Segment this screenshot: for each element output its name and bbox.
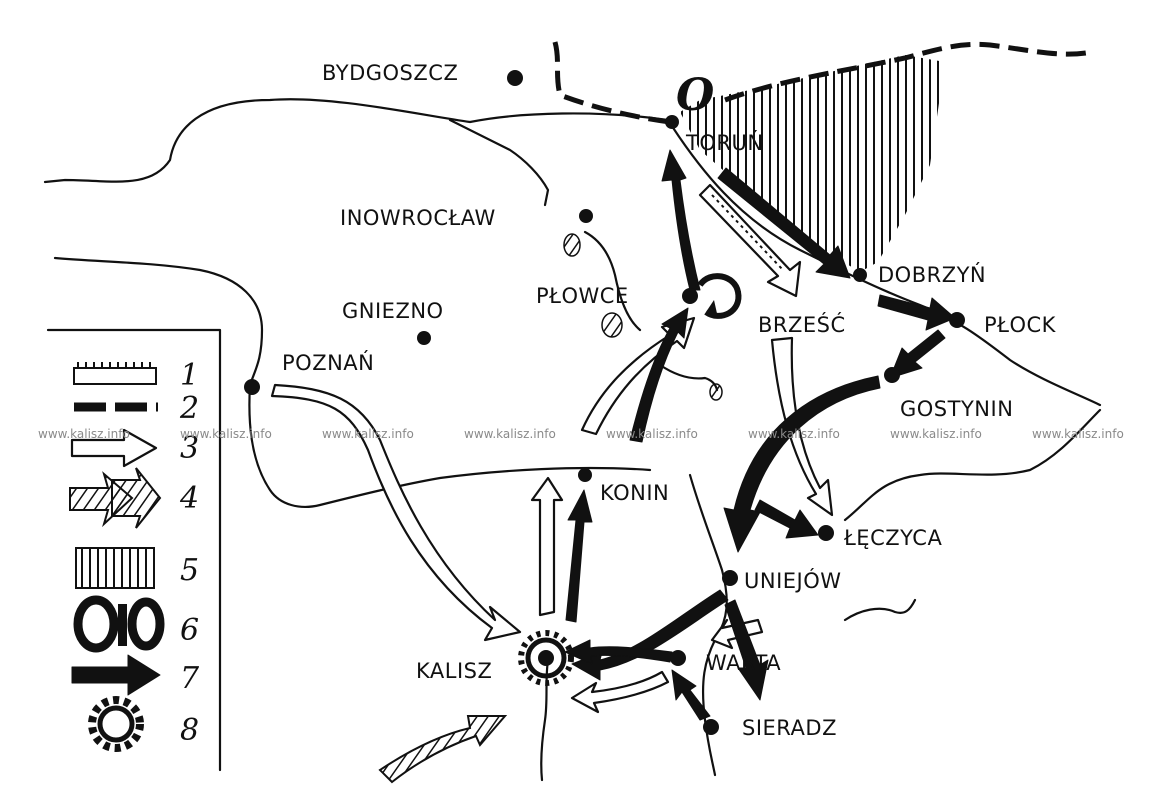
dot-poznan [244,379,260,395]
label-bydgoszcz: BYDGOSZCZ [322,61,458,85]
arrow-poznan-kalisz [270,383,522,642]
dot-sieradz [703,719,719,735]
dot-torun [665,115,679,129]
dot-warta [670,650,686,666]
hatched-blob-1 [563,233,581,257]
dot-konin [578,468,592,482]
legend-number-5: 5 [180,553,199,588]
legend-symbol-1-ticks [77,362,151,368]
legend-symbol-1 [73,367,157,385]
watermark-7: www.kalisz.info [890,427,982,441]
legend-symbol-4b [111,467,162,529]
watermark-1: www.kalisz.info [38,427,130,441]
arrow-hatched-attack [378,715,508,784]
legend-symbol-6-o-left [73,595,119,653]
legend-symbol-6-bar [118,604,127,646]
front-line-north [552,41,671,125]
label-inowroclaw: INOWROCŁAW [340,206,496,230]
arrow-dobrzyn-plock [877,294,956,331]
squiggle-inowroclaw [583,230,642,332]
arrow-brzesc-leczyca [770,336,834,517]
label-gniezno: GNIEZNO [342,299,444,323]
arrow-warta-kalisz [570,670,670,714]
legend-symbol-8-teeth [88,696,144,752]
watermark-8: www.kalisz.info [1032,427,1124,441]
dot-leczyca [818,525,834,541]
label-plowce: PŁOWCE [536,284,629,308]
battle-swirl [697,273,742,319]
border-line-east [843,408,1102,522]
watermark-5: www.kalisz.info [606,427,698,441]
border-line-north-coast [448,118,550,207]
hatched-blob-3 [709,383,723,401]
front-line-northeast [724,41,1093,103]
label-poznan: POZNAŃ [282,350,374,375]
hatched-blob-2 [601,312,623,338]
legend-symbol-8-ring [97,705,135,743]
dot-gostynin [884,367,900,383]
dot-plock [949,312,965,328]
arrow-plock-gostynin [889,329,946,379]
label-kalisz: KALISZ [416,659,492,683]
order-territory-hatched [680,55,945,272]
legend-number-7: 7 [180,661,200,696]
arrow-sieradz-warta [671,669,711,721]
arrow-gostynin-uniejow [723,375,881,553]
watermark-3: www.kalisz.info [322,427,414,441]
dot-gniezno [417,331,431,345]
battle-swirl-head [706,300,718,318]
dot-dobrzyn [853,268,867,282]
legend-number-3: 3 [180,431,199,466]
label-dobrzyn: DOBRZYŃ [878,262,986,287]
label-leczyca: ŁĘCZYCA [843,526,942,550]
label-sieradz: SIERADZ [742,716,837,740]
river-vistula [666,118,1102,407]
arrow-to-leczyca [754,499,819,539]
label-konin: KONIN [600,481,669,505]
dot-kalisz [538,650,554,666]
legend-symbol-5 [75,547,155,589]
dot-bydgoszcz [507,70,523,86]
siege-ring-kalisz [525,637,567,679]
river-east-wavy [843,598,917,622]
squiggle-konin [658,363,719,392]
label-uniejow: UNIEJÓW [744,568,842,593]
arrow-plowce-torun [661,149,701,291]
border-line-north [43,98,670,184]
watermark-2: www.kalisz.info [180,427,272,441]
label-brzesc: BRZEŚĆ [758,312,846,337]
legend-number-2: 2 [179,391,199,426]
watermark-6: www.kalisz.info [748,427,840,441]
label-plock: PŁOCK [984,313,1057,337]
dot-plowce [682,288,698,304]
legend-symbol-6-o-right [127,597,165,651]
legend-symbol-3 [70,428,158,468]
dot-uniejow [722,570,738,586]
siege-teeth-kalisz [518,630,574,686]
arrow-konin-plowce-solid [629,307,689,443]
label-gostynin: GOSTYNIN [900,397,1013,421]
legend-number-4: 4 [179,481,199,516]
arrow-march-torun-brzesc [698,183,802,298]
dot-inowroclaw [579,209,593,223]
label-torun: TORUŃ [685,130,764,155]
legend-number-6: 6 [180,613,199,648]
ring-marker-torun: O [676,70,714,121]
border-line-west [53,256,652,508]
march-arrow-hatch [711,194,784,271]
arrow-uniejow-sieradz [724,599,769,701]
watermark-4: www.kalisz.info [464,427,556,441]
legend-frame [46,328,222,772]
arrow-kalisz-konin-solid [565,489,593,623]
label-warta: WARTA [706,651,781,675]
legend-number-1: 1 [180,358,199,393]
arrow-torun-dobrzyn [717,167,851,279]
legend-number-8: 8 [180,713,199,748]
arrow-uniejow-kalisz [571,589,729,681]
legend-symbol-7 [71,654,161,696]
arrow-kalisz-konin-hollow [530,476,564,617]
